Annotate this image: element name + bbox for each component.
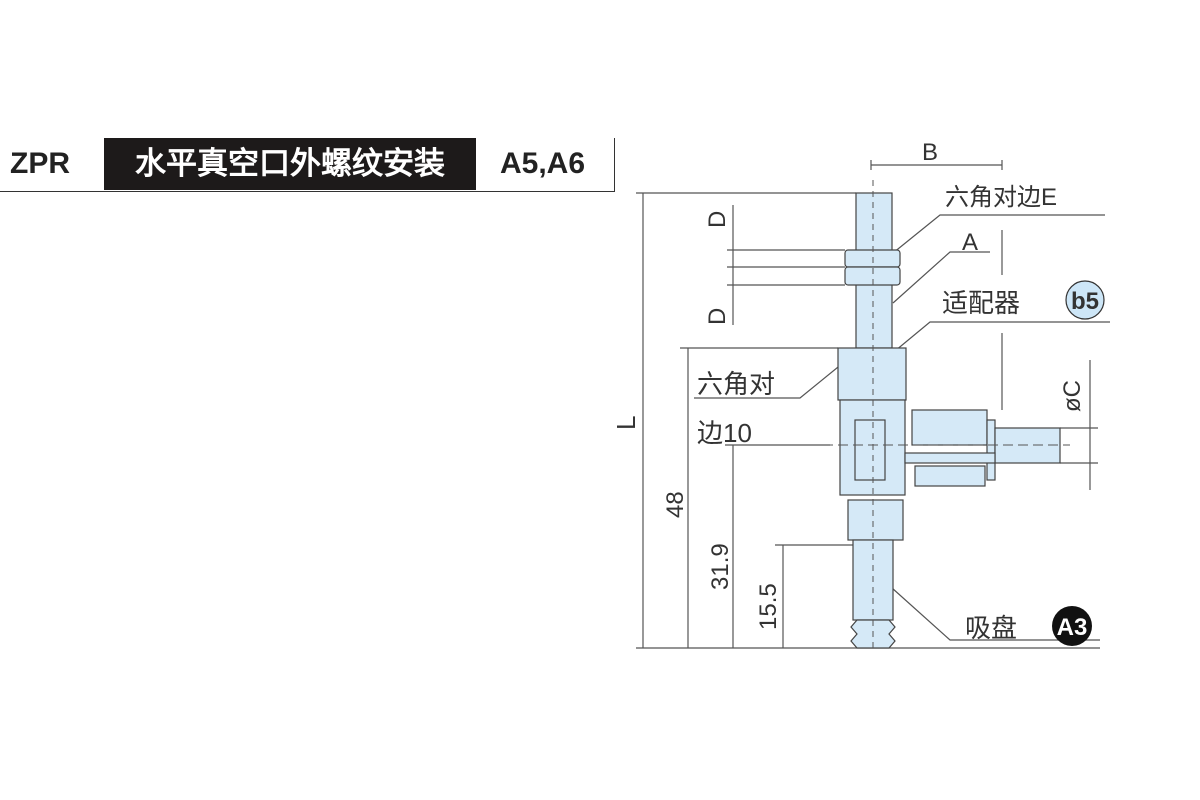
hex-body bbox=[837, 347, 907, 401]
label-hex10-line1: 六角对 bbox=[697, 369, 775, 399]
port-label: A5,A6 bbox=[500, 147, 586, 180]
mount-title: 水平真空口外螺纹安装 bbox=[104, 138, 476, 190]
label-15-5: 15.5 bbox=[755, 583, 782, 630]
label-B: B bbox=[922, 139, 938, 166]
label-A: A bbox=[962, 229, 978, 256]
lower-body bbox=[847, 499, 904, 541]
label-phiC: øC bbox=[1059, 380, 1086, 412]
label-pad: 吸盘 bbox=[965, 613, 1017, 643]
pad-assembly bbox=[837, 192, 1061, 649]
badge-b5 bbox=[1065, 280, 1105, 320]
model-label: ZPR bbox=[10, 147, 70, 180]
label-48: 48 bbox=[662, 491, 689, 518]
header-divider-vertical bbox=[614, 138, 615, 192]
label-L: L bbox=[611, 416, 641, 430]
label-adapter: 适配器 bbox=[942, 288, 1020, 318]
dimension-lines bbox=[636, 160, 1110, 649]
label-D-top: D bbox=[704, 211, 731, 228]
badge-b5-text: b5 bbox=[1071, 288, 1099, 315]
badge-a3-text: A3 bbox=[1057, 614, 1088, 641]
fitting bbox=[911, 409, 988, 446]
label-D-bottom: D bbox=[704, 308, 731, 325]
header-divider bbox=[0, 191, 615, 192]
badge-a3 bbox=[1052, 606, 1092, 646]
label-hex10-line2: 边10 bbox=[697, 418, 752, 448]
label-hex-E: 六角对边E bbox=[945, 184, 1057, 211]
label-31-9: 31.9 bbox=[707, 543, 734, 590]
